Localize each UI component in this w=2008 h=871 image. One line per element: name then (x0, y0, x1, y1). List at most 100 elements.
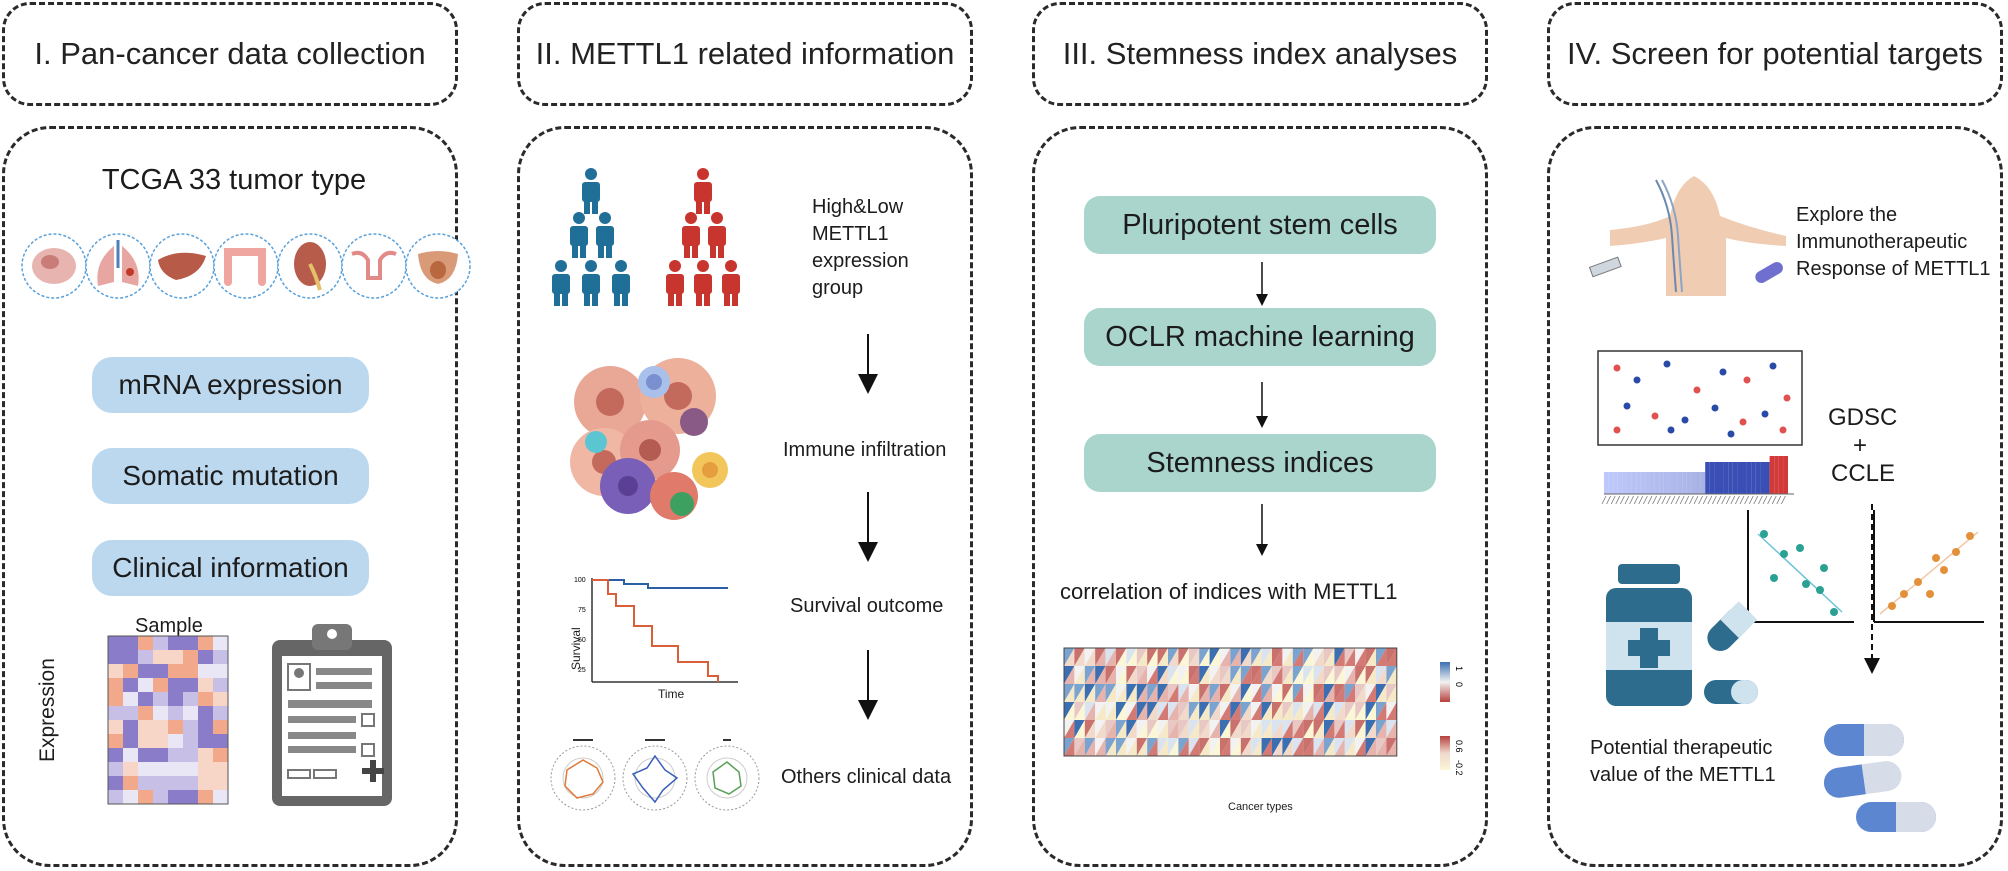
heatmap-lower-triangle (1084, 666, 1096, 684)
liver-icon (149, 233, 215, 299)
heatmap-upper-triangle (1168, 720, 1179, 738)
heatmap-upper-triangle (1116, 666, 1127, 684)
immune-cells-icon (570, 358, 728, 520)
heatmap-lower-triangle (1344, 684, 1356, 702)
heatmap-upper-triangle (1251, 702, 1262, 720)
drug-bar (1723, 462, 1729, 494)
heatmap-lower-triangle (1199, 648, 1210, 666)
heatmap-cell (138, 692, 153, 706)
heatmap-lower-triangle (1240, 702, 1252, 720)
person-icon (694, 260, 712, 306)
heatmap-lower-triangle (1282, 738, 1293, 756)
person-icon (582, 168, 600, 214)
drug-bar (1650, 472, 1655, 494)
heatmap-cell (138, 706, 153, 720)
heatmap-lower-triangle (1261, 648, 1272, 666)
heatmap-upper-triangle (1303, 720, 1314, 738)
heatmap-cell (153, 720, 168, 734)
drug-tick (1615, 495, 1621, 505)
drug-bar (1677, 472, 1683, 494)
heatmap-lower-triangle (1147, 738, 1158, 756)
heatmap-lower-triangle (1230, 720, 1241, 738)
heatmap-lower-triangle (1355, 702, 1366, 720)
drug-bar (1737, 462, 1742, 494)
heatmap-upper-triangle (1199, 738, 1210, 756)
header-targets: IV. Screen for potential targets (1547, 2, 2003, 106)
svg-text:0.6: 0.6 (1454, 740, 1464, 753)
heatmap-lower-triangle (1386, 738, 1397, 756)
heatmap-upper-triangle (1334, 684, 1345, 702)
heatmap-upper-triangle (1386, 738, 1397, 756)
heatmap-upper-triangle (1251, 720, 1262, 738)
drug-dot (1779, 426, 1787, 434)
heatmap-lower-triangle (1199, 738, 1210, 756)
heatmap-lower-triangle (1251, 702, 1262, 720)
heatmap-cell (213, 790, 228, 804)
heatmap-upper-triangle (1386, 720, 1397, 738)
heatmap-upper-triangle (1251, 666, 1262, 684)
heatmap-cell (168, 664, 183, 678)
heatmap-lower-triangle (1334, 648, 1345, 666)
panel2-arrows (858, 334, 878, 720)
heatmap-upper-triangle (1116, 738, 1127, 756)
heatmap-cell (168, 678, 183, 692)
drug-dot (1719, 368, 1727, 376)
heatmap-lower-triangle (1136, 648, 1148, 666)
heatmap-lower-triangle (1105, 684, 1116, 702)
heatmap-upper-triangle (1334, 666, 1345, 684)
heatmap-lower-triangle (1105, 738, 1116, 756)
heatmap-lower-triangle (1282, 648, 1293, 666)
heatmap-upper-triangle (1324, 720, 1335, 738)
svg-text:1: 1 (1454, 666, 1464, 671)
heatmap-lower-triangle (1157, 720, 1168, 738)
heatmap-cell (168, 790, 183, 804)
heatmap-upper-triangle (1116, 720, 1127, 738)
heatmap-cell (168, 720, 183, 734)
heatmap-lower-triangle (1157, 738, 1168, 756)
heatmap-lower-triangle (1292, 666, 1304, 684)
header-mettl1-info-label: II. METTL1 related information (535, 36, 955, 71)
heatmap-cell (138, 678, 153, 692)
panel3-arrows (1256, 262, 1268, 556)
heatmap-cell (183, 692, 198, 706)
heatmap-lower-triangle (1188, 684, 1200, 702)
heatmap-upper-triangle (1126, 702, 1137, 720)
heatmap-lower-triangle (1147, 702, 1158, 720)
heatmap-cell (198, 748, 213, 762)
heatmap-upper-triangle (1220, 738, 1231, 756)
heatmap-cell (213, 734, 228, 748)
heatmap-cell (153, 706, 168, 720)
heatmap-upper-triangle (1282, 648, 1293, 666)
heatmap-lower-triangle (1261, 720, 1272, 738)
heatmap-lower-triangle (1074, 702, 1085, 720)
drug-tick (1707, 495, 1713, 505)
drug-dot (1711, 404, 1719, 412)
heatmap-lower-triangle (1209, 702, 1220, 720)
header-stemness-label: III. Stemness index analyses (1062, 36, 1458, 71)
drug-dot (1761, 410, 1769, 418)
heatmap-cell (138, 790, 153, 804)
heatmap-cell (123, 636, 138, 650)
heatmap-cell (213, 748, 228, 762)
heatmap-lower-triangle (1251, 666, 1262, 684)
step-survival-outcome: Survival outcome (790, 595, 944, 617)
heatmap-lower-triangle (1147, 684, 1158, 702)
heatmap-cell (183, 762, 198, 776)
heatmap-lower-triangle (1261, 702, 1272, 720)
heatmap-lower-triangle (1209, 666, 1220, 684)
heatmap-lower-triangle (1095, 648, 1106, 666)
heatmap-upper-triangle (1272, 702, 1283, 720)
heatmap-cell (213, 692, 228, 706)
drug-bar (1691, 472, 1696, 494)
drug-tick (1776, 495, 1782, 505)
heatmap-upper-triangle (1220, 648, 1231, 666)
heatmap-upper-triangle (1355, 702, 1366, 720)
heatmap-upper-triangle (1303, 702, 1314, 720)
heatmap-lower-triangle (1199, 720, 1210, 738)
heatmap-lower-triangle (1188, 738, 1200, 756)
heatmap-lower-triangle (1074, 738, 1085, 756)
person-icon (582, 260, 600, 306)
drug-bar (1617, 472, 1623, 494)
heatmap-cell (198, 720, 213, 734)
heatmap-lower-triangle (1209, 684, 1220, 702)
